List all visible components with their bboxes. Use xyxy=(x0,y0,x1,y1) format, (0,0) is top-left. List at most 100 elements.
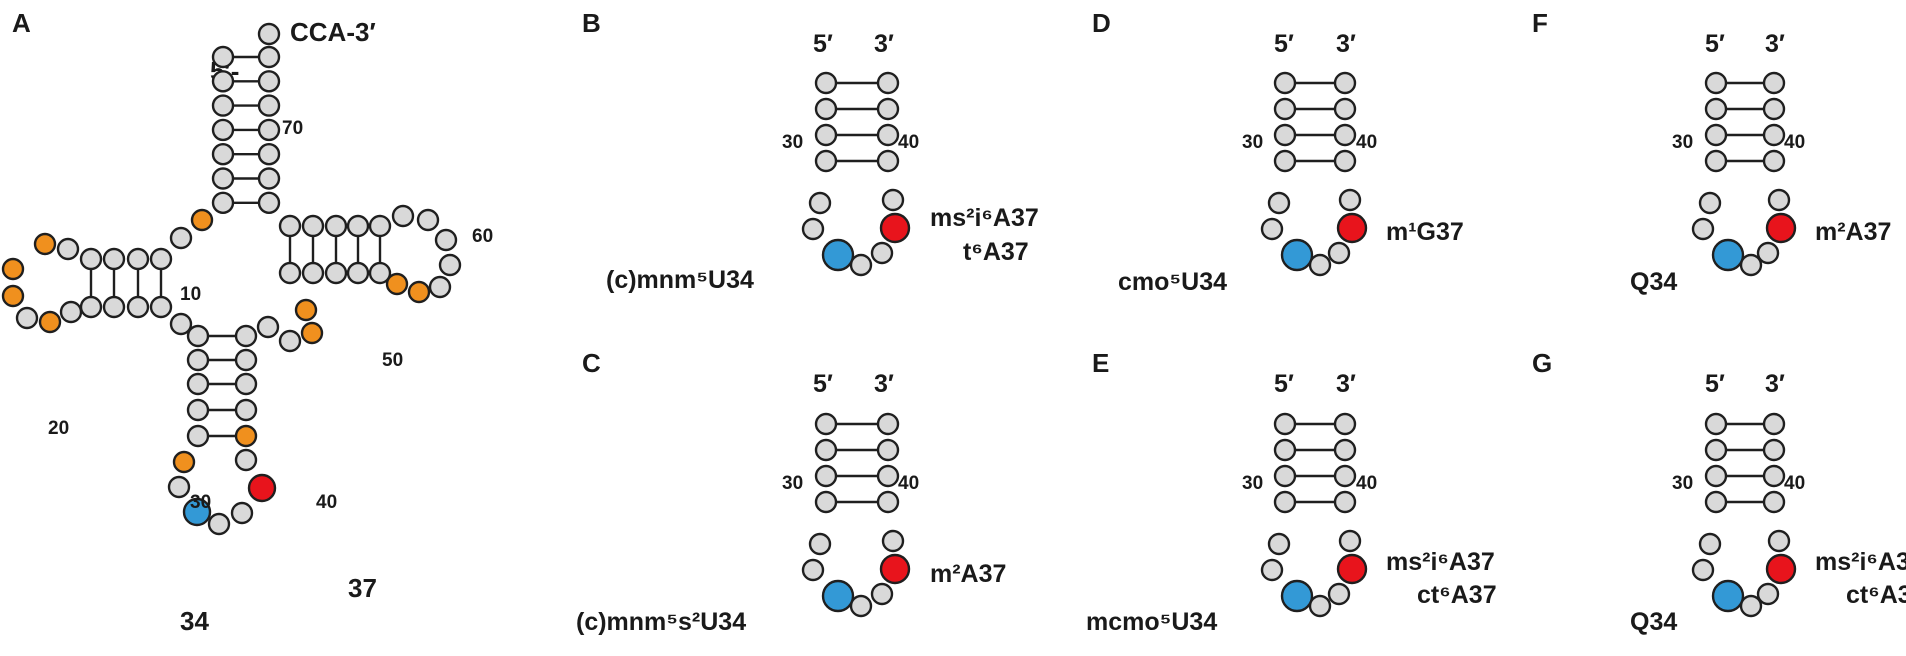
panel-label-a: A xyxy=(12,8,31,38)
nucleotide xyxy=(428,275,452,299)
nucleotide xyxy=(346,261,370,285)
position-label-70: 70 xyxy=(282,118,303,139)
nucleotide xyxy=(167,475,191,499)
nucleotide xyxy=(234,448,258,472)
nucleotide xyxy=(1704,97,1728,121)
nucleotide xyxy=(211,142,235,166)
nucleotide xyxy=(870,582,894,606)
nucleotide xyxy=(1767,188,1791,212)
nucleotide xyxy=(1338,188,1362,212)
nucleotide xyxy=(1333,97,1357,121)
anticodon-stem-loop xyxy=(1691,71,1797,277)
nucleotide-position-37 xyxy=(1336,553,1368,585)
nucleotide xyxy=(1338,529,1362,553)
nucleotide xyxy=(1273,149,1297,173)
nucleotide xyxy=(278,261,302,285)
nucleotide xyxy=(1273,490,1297,514)
anticodon-stem-loop xyxy=(1260,412,1368,618)
nucleotide xyxy=(346,214,370,238)
modification-34-label: Q34 xyxy=(1630,608,1677,636)
modification-37-label: m¹G37 xyxy=(1386,218,1464,246)
nucleotide-position-37 xyxy=(247,473,277,503)
nucleotide-position-34 xyxy=(1711,579,1745,613)
nucleotide xyxy=(186,424,210,448)
nucleotide xyxy=(881,529,905,553)
nucleotide xyxy=(849,594,873,618)
position-label-50: 50 xyxy=(382,350,403,371)
nucleotide xyxy=(1308,253,1332,277)
nucleotide xyxy=(876,438,900,462)
nucleotide xyxy=(368,261,392,285)
nucleotide xyxy=(59,300,83,324)
nucleotide xyxy=(1308,594,1332,618)
panel-label-d: D xyxy=(1092,8,1111,38)
nucleotide xyxy=(876,71,900,95)
nucleotide xyxy=(801,217,825,241)
position-label-40: 40 xyxy=(1784,132,1805,153)
nucleotide xyxy=(257,70,281,93)
nucleotide xyxy=(1333,71,1357,95)
nucleotide-highlight xyxy=(407,280,431,304)
modification-34-label: mcmo⁵U34 xyxy=(1086,608,1217,636)
nucleotide xyxy=(814,123,838,147)
nucleotide xyxy=(1767,529,1791,553)
nucleotide xyxy=(102,247,126,271)
nucleotide xyxy=(814,149,838,173)
nucleotide-highlight xyxy=(1,284,25,308)
nucleotide xyxy=(1273,123,1297,147)
nucleotide-position-34 xyxy=(821,238,855,272)
five-prime-label: 5′ xyxy=(1705,370,1725,398)
panel-label-g: G xyxy=(1532,348,1552,378)
modification-37-label: ms²i⁶A37 xyxy=(930,204,1039,232)
modification-37-label: ms²i⁶A37 xyxy=(1386,548,1495,576)
position-label-40: 40 xyxy=(1356,132,1377,153)
nucleotide xyxy=(1698,191,1722,215)
nucleotide xyxy=(1704,71,1728,95)
nucleotide-position-37 xyxy=(1336,212,1368,244)
position-label-10: 10 xyxy=(180,284,201,305)
nucleotide xyxy=(211,70,235,93)
position-label-60: 60 xyxy=(472,226,493,247)
nucleotide xyxy=(207,512,231,536)
nucleotide xyxy=(416,208,440,232)
nucleotide-highlight xyxy=(385,272,409,296)
nucleotide xyxy=(79,295,103,319)
nucleotide xyxy=(211,167,235,190)
position-label-40: 40 xyxy=(898,132,919,153)
nucleotide-position-34 xyxy=(182,497,212,527)
anticodon-stem-loop xyxy=(801,71,911,277)
nucleotide xyxy=(79,247,103,271)
nucleotide xyxy=(257,118,281,142)
nucleotide xyxy=(234,372,258,396)
nucleotide xyxy=(211,45,235,69)
panel-b: B 5′ 3′ 30 40 ms²i⁶A37 t⁶A37 (c)mnm⁵U34 xyxy=(582,8,1039,294)
modification-34-label: cmo⁵U34 xyxy=(1118,268,1227,296)
nucleotide xyxy=(814,71,838,95)
nucleotide xyxy=(257,167,281,190)
panel-g: G 5′ 3′ 30 40 ms²i⁶A37 ct⁶A37 Q34 xyxy=(1532,348,1906,636)
nucleotide-position-34 xyxy=(1280,238,1314,272)
nucleotide xyxy=(808,191,832,215)
three-prime-label: 3′ xyxy=(874,30,894,58)
nucleotide xyxy=(1333,149,1357,173)
nucleotide xyxy=(1762,71,1786,95)
nucleotide xyxy=(1762,490,1786,514)
nucleotide-position-37 xyxy=(879,553,911,585)
five-prime-label: 5′ xyxy=(1274,30,1294,58)
nucleotide xyxy=(324,261,348,285)
nucleotide xyxy=(230,501,254,525)
nucleotide xyxy=(102,295,126,319)
nucleotide xyxy=(301,214,325,238)
nucleotide xyxy=(1762,97,1786,121)
panel-a-cloverleaf: A 5′- CCA-3′ 70 60 10 50 20 30 40 34 37 xyxy=(1,8,493,636)
panel-d: D 5′ 3′ 30 40 m¹G37 cmo⁵U34 xyxy=(1092,8,1464,296)
nucleotide xyxy=(1273,412,1297,436)
nucleotide xyxy=(876,412,900,436)
nucleotide xyxy=(876,464,900,488)
modification-37-label-2: ct⁶A37 xyxy=(1846,581,1906,609)
modification-37-label-2: t⁶A37 xyxy=(963,238,1029,266)
position-label-30: 30 xyxy=(1672,132,1693,153)
nucleotide xyxy=(1756,582,1780,606)
three-prime-label: 3′ xyxy=(1765,370,1785,398)
nucleotide xyxy=(1260,558,1284,582)
